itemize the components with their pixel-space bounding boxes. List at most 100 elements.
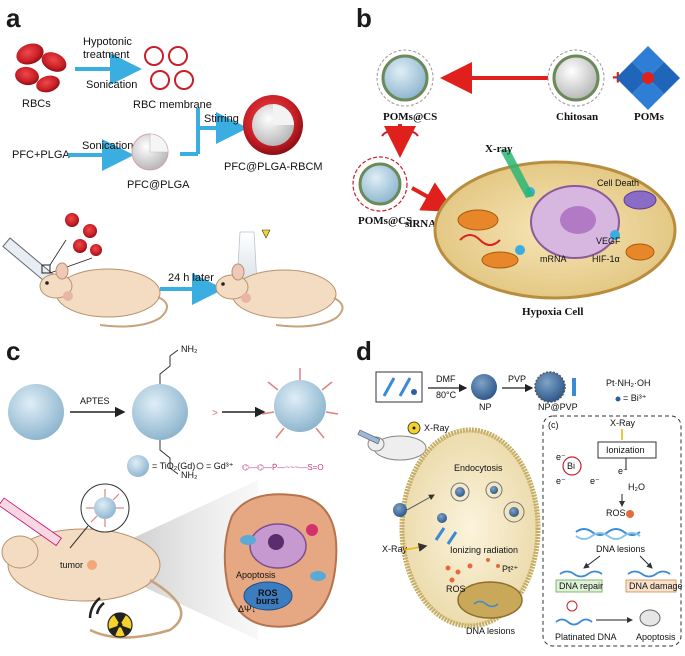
pt-atom-inset (566, 600, 578, 612)
dna-repair-label: DNA repair (559, 581, 603, 591)
dna-helix-repair (559, 570, 603, 578)
damage-branch-arrow (639, 555, 653, 569)
bi-legend-dot (615, 396, 621, 402)
ligand-structure: ⌬—⌬—Ṗ—~~~—S=O (242, 463, 324, 472)
ros-burst-dot (626, 510, 634, 518)
xray-side-label: X-Ray (382, 544, 408, 554)
cisplatin-structure: Pt·NH₂·OH (606, 378, 651, 388)
sirna-subscript: siRNA (405, 218, 436, 230)
chitosan-label: Chitosan (556, 111, 598, 123)
dna-repair-box (555, 579, 603, 593)
electron-3: e⁻ (590, 476, 600, 486)
vegf-label: VEGF (596, 236, 621, 246)
platinated-label: Platinated DNA (555, 632, 617, 642)
panel-d: d DMF 80°C NP PVP NP@PVP Pt·NH₂·OH = Bi³… (356, 336, 683, 647)
tio2-core-particle (8, 384, 64, 440)
nh2-bottom-label: NH₂ (181, 470, 198, 480)
endocytosis-label: Endocytosis (454, 463, 503, 473)
poms-cluster (616, 46, 680, 110)
electron-4: e⁻ (618, 466, 628, 476)
functionalized-particle (261, 368, 339, 439)
xray-label: X-ray (485, 143, 513, 155)
ionization-box (597, 441, 657, 459)
sonication-label-1: Sonication (86, 79, 137, 91)
ros-label-d: ROS (446, 584, 466, 594)
ros-label-c-1: ROS (258, 588, 278, 598)
cell-d (393, 427, 541, 629)
rbcs-label: RBCs (22, 98, 51, 110)
ionization-label: Ionization (606, 445, 645, 455)
repair-branch-arrow (583, 555, 601, 569)
panel-b: b POMs@CS Chitosan + POMs POMs@C (352, 3, 680, 318)
panel-a: a RBCs Hypotonic treatment Sonication RB… (2, 3, 344, 328)
chitosan-particle (547, 49, 605, 107)
rbc-cluster (15, 43, 67, 93)
tumor-label: tumor (60, 560, 83, 570)
panel-a-label: a (6, 3, 21, 33)
bi-atom-label: Bi (567, 461, 575, 471)
pfc-plga-rbcm-label: PFC@PLGA-RBCM (224, 161, 323, 173)
nh2-top-label: NH₂ (181, 344, 198, 354)
poms-label: POMs (634, 111, 665, 123)
bi-atom (562, 456, 582, 476)
rbc-membrane-label: RBC membrane (133, 99, 212, 111)
hypoxia-cell (433, 160, 677, 300)
legend-gd-swatch (196, 462, 204, 470)
hif-label: HIF-1α (592, 254, 620, 264)
stirring-label: Stirring (204, 113, 239, 125)
electron-1: e⁻ (556, 452, 566, 462)
injection-syringe-c (0, 497, 62, 547)
pvp-label: PVP (508, 374, 526, 384)
dna-helix-platinated (555, 618, 593, 626)
pfc-plga-particle (131, 133, 169, 171)
poms-cs-sirna-particle (352, 156, 408, 212)
legend-tio2-label: = TiO₂(Gd) (152, 461, 195, 471)
imaging-cone (86, 480, 258, 640)
particle-dots (65, 213, 102, 256)
mouse-left (39, 262, 168, 328)
dna-damage-label: DNA damage (629, 581, 683, 591)
hypoxia-cell-label: Hypoxia Cell (522, 306, 583, 318)
xray-top-label: X-Ray (424, 423, 450, 433)
precursor-box (375, 371, 423, 403)
inset-dna-lesions-label: DNA lesions (596, 544, 646, 554)
later-label: 24 h later (168, 272, 214, 284)
dna-damage-box (625, 579, 677, 593)
sonication-label-2: Sonication (82, 140, 133, 152)
delta-psi-label: ΔΨ↓ (238, 604, 256, 614)
ros-label-c-2: burst (256, 596, 279, 606)
pfc-plga-rbcm-particle (243, 95, 303, 155)
np-zoom-bubble (69, 483, 130, 549)
mouse-right (215, 263, 344, 328)
aminated-particle (132, 349, 188, 475)
pt-label: Pt²⁺ (502, 564, 519, 574)
ionizing-label: Ionizing radiation (450, 545, 518, 555)
cell-death-label: Cell Death (597, 178, 639, 188)
ligand-glyph: > (212, 408, 218, 419)
np-label: NP (479, 402, 492, 412)
dmf-label: DMF (436, 374, 456, 384)
cell-c (223, 493, 338, 628)
poms-cs-label: POMs@CS (383, 111, 437, 123)
panel-b-label: b (356, 3, 372, 33)
apoptotic-cell (639, 609, 661, 627)
bi-legend-label: = Bi³⁺ (623, 393, 647, 403)
bi-legend-bar (572, 378, 576, 396)
hypotonic-label-1: Hypotonic (83, 36, 132, 48)
rbc-membrane-rings (144, 46, 194, 90)
poms-cs-particle (376, 49, 434, 107)
np-pvp-label: NP@PVP (538, 402, 578, 412)
np-particle (471, 374, 497, 400)
radiation-source (88, 597, 133, 638)
xray-side-arrow (403, 542, 428, 552)
panel-c-label: c (6, 336, 20, 366)
aptes-label: APTES (80, 396, 110, 406)
electron-2: e⁻ (556, 476, 566, 486)
xray-source-d (407, 421, 421, 435)
apoptosis-label-c: Apoptosis (236, 570, 276, 580)
panel-c: c APTES NH₂ NH₂ > = TiO₂(Gd) (0, 336, 339, 640)
np-pvp-particle (534, 371, 566, 403)
pfc-at-plga-label: PFC@PLGA (127, 179, 190, 191)
